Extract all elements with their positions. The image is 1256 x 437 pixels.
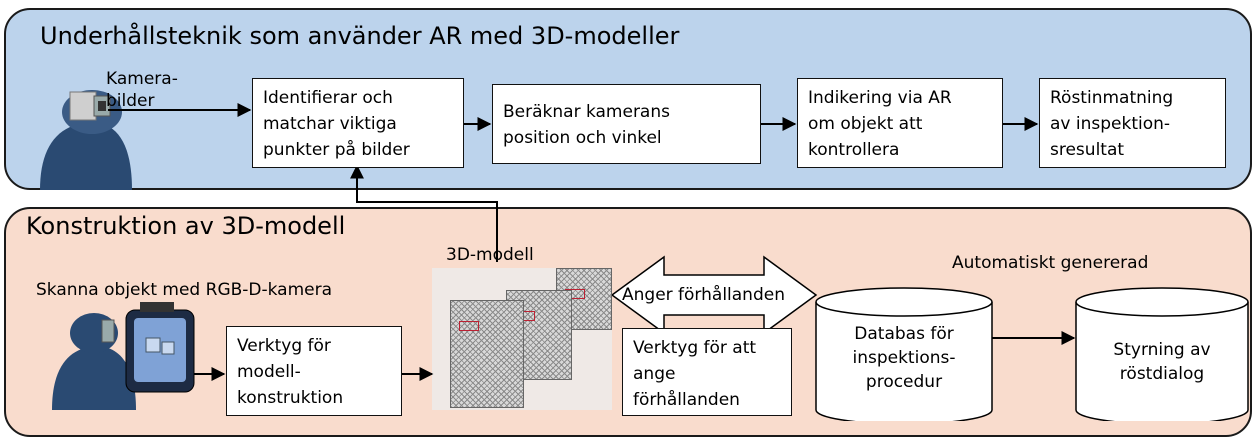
step-compute-pose: Beräknar kamerans position och vinkel <box>492 84 761 164</box>
relation-tool: Verktyg för att ange förhållanden <box>622 328 792 416</box>
step-ar-indication: Indikering via AR om objekt att kontroll… <box>797 78 1003 168</box>
voice-dialog-label: Styrning av röstdialog <box>1113 340 1211 384</box>
model-label: 3D-modell <box>446 245 534 265</box>
server-model-1 <box>450 300 524 408</box>
step-identify-match: Identifierar och matchar viktiga punkter… <box>252 78 464 168</box>
auto-generated-label: Automatiskt genererad <box>952 253 1149 273</box>
maintenance-title: Underhållsteknik som använder AR med 3D-… <box>40 22 680 50</box>
camera-images-label: Kamera- bilder <box>106 69 178 111</box>
scan-label: Skanna objekt med RGB-D-kamera <box>36 280 333 300</box>
step-voice-input: Röstinmatning av inspektion- sresultat <box>1039 78 1226 168</box>
relation-arrow-label: Anger förhållanden <box>622 285 785 305</box>
database-label: Databas för inspektions- procedur <box>852 324 956 392</box>
construction-title: Konstruktion av 3D-modell <box>26 212 346 240</box>
model-construction-tool: Verktyg för modell- konstruktion <box>226 326 402 416</box>
